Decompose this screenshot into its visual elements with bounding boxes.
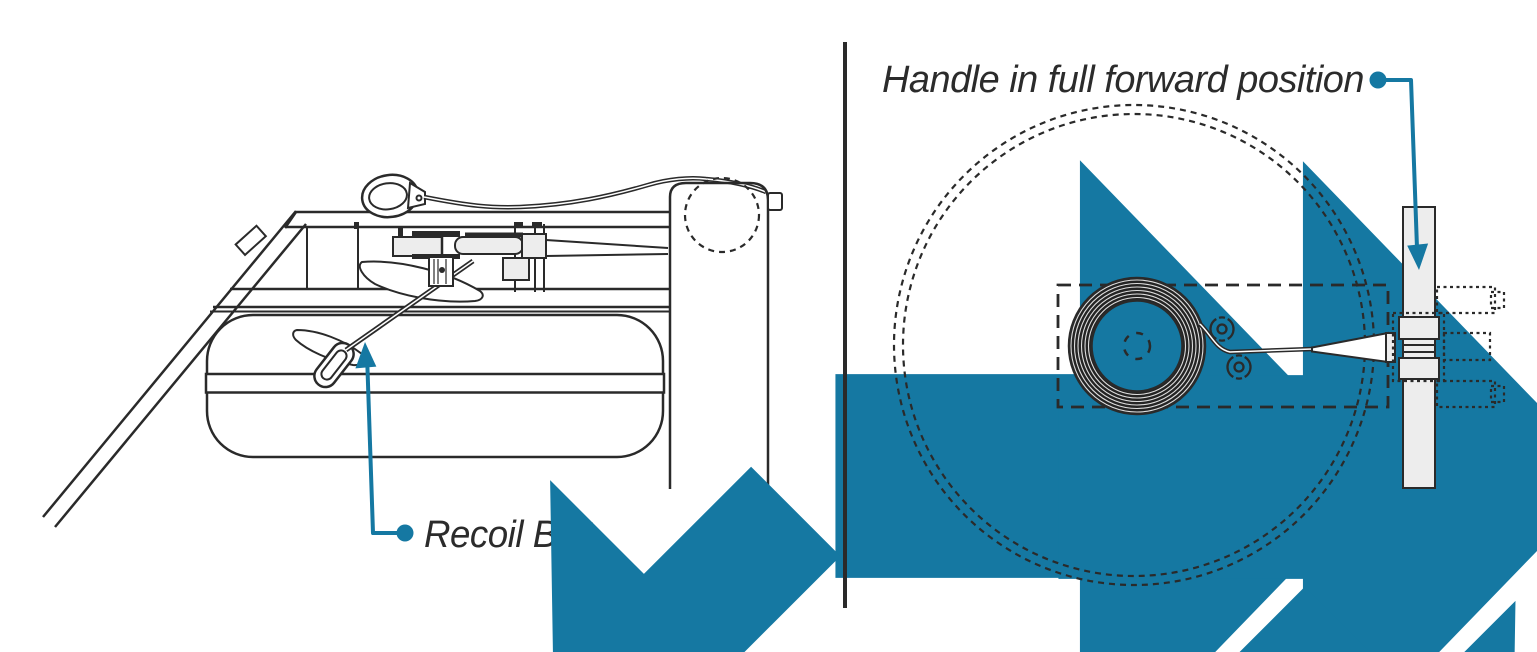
fastener-mark <box>1226 354 1252 380</box>
diagonal-rail <box>42 210 307 528</box>
recoil-mechanism <box>354 222 669 292</box>
callout-dot-icon <box>1369 71 1387 89</box>
spool-axle-dashed-circle <box>1122 331 1152 361</box>
handle-position-callout: Handle in full forward position <box>882 59 1430 271</box>
belt-over-pulley <box>423 176 767 210</box>
handle-position-label: Handle in full forward position <box>882 59 1364 101</box>
belt-to-handle <box>1198 322 1396 364</box>
top-beam <box>283 210 670 229</box>
arrow-down-left-icon <box>0 325 70 652</box>
belt-spool <box>1067 276 1207 416</box>
callout-dot-icon <box>396 524 414 542</box>
right-panel-top-view: Handle in full forward position <box>416 59 1537 652</box>
hidden-pulley-dashed-circle <box>683 176 761 254</box>
hidden-parts-dotted <box>1391 285 1506 409</box>
fastener-mark <box>1209 316 1235 342</box>
tank-band <box>204 372 666 394</box>
rail-peg <box>234 224 268 257</box>
rear-column <box>668 176 783 489</box>
arrow-down-left-icon <box>0 351 37 652</box>
arrow-down-left-icon <box>0 377 3 652</box>
handle-bar <box>1398 206 1440 489</box>
pull-handle <box>360 173 426 219</box>
